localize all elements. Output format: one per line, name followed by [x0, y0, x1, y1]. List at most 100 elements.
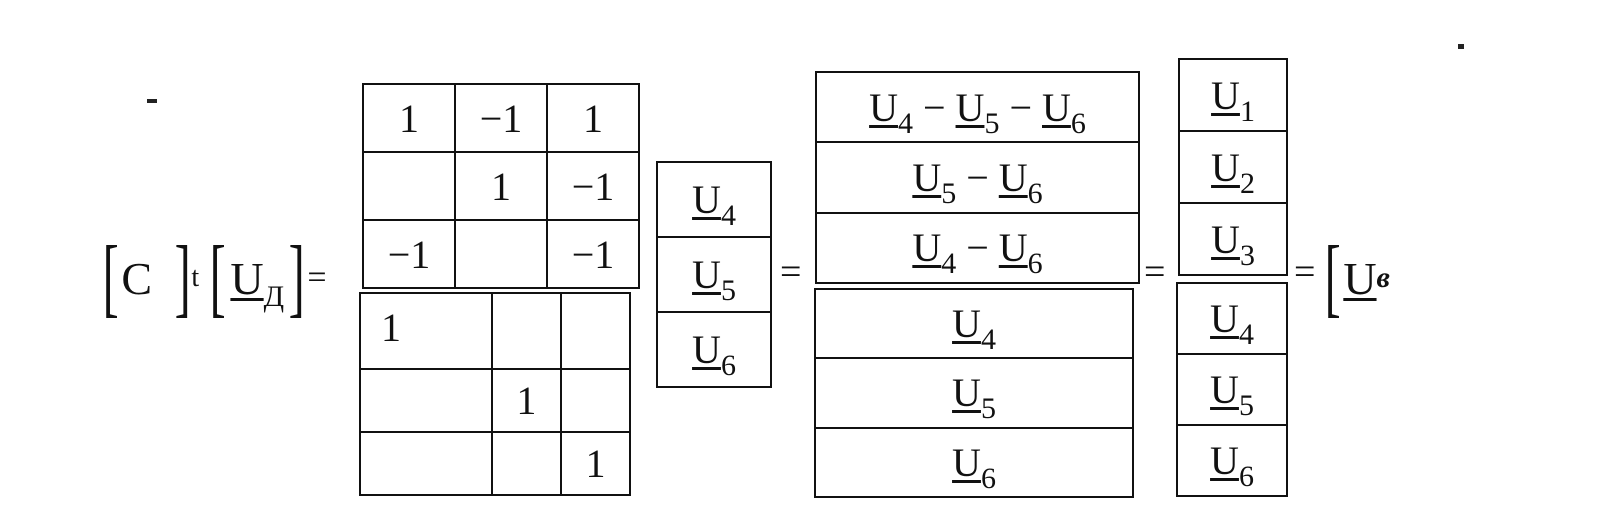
vector-symbol: U	[230, 252, 264, 304]
result-bottom-row: U5	[814, 357, 1134, 429]
branch-voltage-entry-subscript: 5	[1238, 389, 1254, 422]
branch-voltage-entry-subscript: 6	[1238, 460, 1254, 493]
term-symbol: U	[998, 154, 1028, 200]
branch-voltage-entry-symbol: U	[1211, 144, 1240, 190]
result-bottom-entry: U6	[814, 426, 1134, 499]
result-top-row: U4−U5−U6	[815, 70, 1140, 144]
right-bracket: ]	[288, 229, 305, 326]
matrix-bottom-cell	[559, 367, 632, 433]
matrix-top-cell: 1	[454, 151, 548, 221]
matrix-top-cell: 1	[362, 83, 456, 153]
branch-voltage-entry: U5	[1176, 353, 1288, 426]
matrix-bottom-cell	[359, 430, 493, 497]
vector-voltage: UД	[230, 252, 284, 312]
matrix-bottom-cell: 1	[359, 292, 493, 370]
matrix-bottom-row: 1	[359, 430, 632, 497]
result-bottom-entry: U5	[814, 357, 1134, 429]
matrix-top-cell: 1	[546, 83, 640, 153]
branch-voltage-row: U3	[1178, 202, 1288, 276]
branch-voltage-entry-symbol: U	[1210, 296, 1239, 341]
branch-voltage-entry: U6	[1176, 424, 1288, 497]
matrix-bottom-row: 1	[359, 367, 632, 433]
matrix-bottom-cell	[559, 292, 632, 370]
node-voltage-entry-symbol: U	[692, 177, 721, 222]
matrix-bottom-cell	[490, 292, 562, 370]
matrix-top-cell: −1	[546, 151, 640, 221]
minus-operator: −	[1009, 84, 1032, 130]
left-bracket: [	[1324, 229, 1341, 326]
matrix-top-cell-value: −1	[571, 231, 615, 277]
term-symbol: U	[955, 84, 985, 130]
matrix-bottom-cell-value: 1	[516, 377, 537, 423]
result-bottom-row: U4	[814, 287, 1134, 360]
equals-sign: =	[1144, 251, 1166, 293]
branch-voltage-entry-subscript: 2	[1239, 166, 1255, 200]
scan-speck	[147, 99, 157, 103]
equals-sign: =	[307, 259, 327, 296]
matrix-bottom-cell: 1	[559, 430, 632, 497]
node-voltage-row: U4	[656, 161, 772, 238]
result-expression: U5−U6	[815, 141, 1140, 214]
term-symbol: U	[912, 225, 942, 271]
node-voltage-entry-subscript: 6	[720, 349, 736, 382]
result-expression: U4−U5−U6	[815, 70, 1140, 144]
node-voltage-entry-symbol: U	[692, 327, 721, 372]
branch-voltage-row: U4	[1176, 282, 1288, 355]
branch-voltage-entry-symbol: U	[1211, 72, 1240, 118]
rhs-vector-symbol: U	[1343, 252, 1377, 304]
result-bottom-row: U6	[814, 426, 1134, 499]
matrix-bottom-row: 1	[359, 292, 632, 370]
matrix-top-cell-value: −1	[387, 231, 431, 277]
result-bottom-entry-symbol: U	[952, 370, 981, 416]
result-top-row: U4−U6	[815, 211, 1140, 285]
matrix-top-row: 1 −1	[362, 151, 640, 221]
node-voltage-entry: U5	[656, 236, 772, 313]
node-voltage-entry-subscript: 5	[720, 274, 736, 307]
term-subscript: 6	[1027, 247, 1043, 281]
minus-operator: −	[922, 84, 946, 130]
left-bracket: [	[209, 229, 226, 326]
node-voltage-entry: U4	[656, 161, 772, 238]
branch-voltage-row: U1	[1178, 58, 1288, 132]
matrix-bottom-cell-value: 1	[585, 440, 606, 486]
left-bracket: [	[102, 229, 119, 326]
node-voltage-entry-subscript: 4	[720, 199, 736, 232]
identity-matrix-bottom: 1 1 1	[359, 292, 632, 497]
result-bottom-entry-subscript: 6	[980, 461, 996, 495]
result-bottom-entry-subscript: 4	[980, 323, 996, 357]
equals-sign: =	[1294, 251, 1316, 293]
node-voltage-row: U5	[656, 236, 772, 313]
node-voltage-entry: U6	[656, 311, 772, 388]
result-expression: U4−U6	[815, 211, 1140, 285]
branch-voltage-entry-subscript: 4	[1238, 318, 1254, 351]
term-subscript: 4	[941, 247, 957, 281]
matrix-top-cell-value: 1	[583, 95, 603, 141]
matrix-bottom-cell-value: 1	[381, 305, 401, 350]
term-symbol: U	[1042, 84, 1071, 130]
scan-speck	[1458, 44, 1464, 49]
matrix-top-cell-value: −1	[571, 163, 615, 209]
result-bottom-entry-symbol: U	[952, 301, 981, 347]
matrix-top-cell	[362, 151, 456, 221]
node-voltage-entry-symbol: U	[692, 252, 721, 297]
result-bottom-entry-symbol: U	[952, 439, 981, 485]
result-bottom-entry-subscript: 5	[980, 392, 996, 426]
matrix-top-row: −1 −1	[362, 219, 640, 289]
minus-operator: −	[966, 154, 989, 200]
matrix-top-row: 1 −1 1	[362, 83, 640, 153]
minus-operator: −	[966, 225, 989, 271]
result-bottom-entry: U4	[814, 287, 1134, 360]
branch-voltage-entry-symbol: U	[1210, 438, 1239, 483]
node-voltage-row: U6	[656, 311, 772, 388]
lhs-expression: [ C ] t [ UД ] =	[102, 229, 327, 326]
matrix-top-cell: −1	[454, 83, 548, 153]
matrix-top-cell-value: 1	[399, 95, 419, 141]
